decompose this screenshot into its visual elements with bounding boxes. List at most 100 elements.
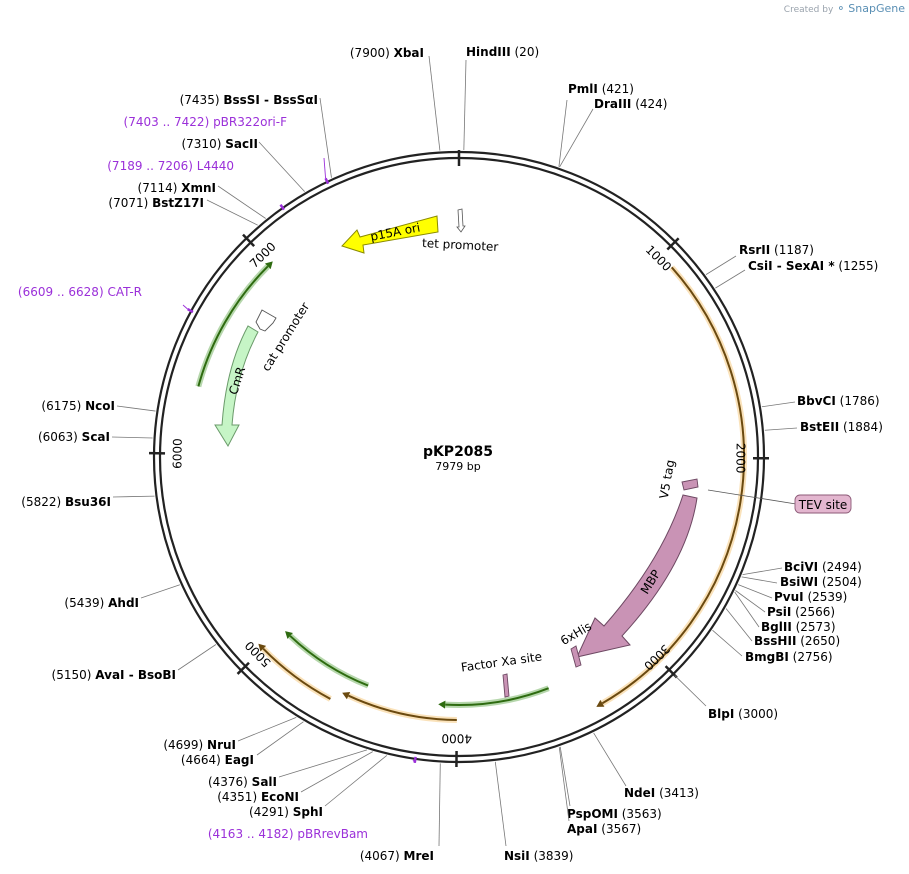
enzyme-label[interactable]: BciVI (2494) <box>784 560 862 574</box>
enzyme-label[interactable]: NsiI (3839) <box>504 849 573 863</box>
orf-large-arc[interactable] <box>601 266 745 705</box>
enzyme-label[interactable]: DraIII (424) <box>594 97 667 111</box>
enzyme-name: PvuI <box>774 590 804 604</box>
factor-xa-marker[interactable] <box>502 673 510 698</box>
orf-orange-arc-bottom[interactable] <box>348 694 457 721</box>
enzyme-label[interactable]: RsrII (1187) <box>739 243 814 257</box>
v5-tag-marker[interactable] <box>681 478 699 491</box>
enzyme-name: PsiI <box>767 605 791 619</box>
enzyme-leader-11 <box>734 591 760 628</box>
enzyme-label[interactable]: (7435) BssSI - BssSαI <box>180 93 318 107</box>
enzyme-leader-4 <box>715 269 746 289</box>
enzyme-label[interactable]: BssHII (2650) <box>754 634 840 648</box>
enzyme-label[interactable]: CsiI - SexAI * (1255) <box>748 259 878 273</box>
enzyme-position: (4376) <box>208 775 252 789</box>
primer-label[interactable]: (6609 .. 6628) CAT-R <box>18 285 142 299</box>
orf-large-arc-arrowhead <box>596 699 605 707</box>
enzyme-leader-27 <box>112 495 155 498</box>
enzyme-label[interactable]: PsiI (2566) <box>767 605 835 619</box>
enzyme-leader-28 <box>111 436 153 439</box>
primer-leader-2 <box>182 304 188 310</box>
tick-mark-1000 <box>666 237 680 251</box>
cmr-arrow[interactable] <box>214 325 259 448</box>
enzyme-label[interactable]: (4376) SalI <box>208 775 277 789</box>
p15a-ori-arrow[interactable] <box>341 215 439 254</box>
enzyme-leader-34 <box>428 55 441 151</box>
enzyme-label[interactable]: HindIII (20) <box>466 45 539 59</box>
site-labels: HindIII (20) PmlI (421)DraIII (424) RsrII … <box>18 45 883 863</box>
enzyme-label[interactable]: BmgBI (2756) <box>745 650 833 664</box>
enzyme-label[interactable]: (7310) SacII <box>181 137 258 151</box>
enzyme-position: (4699) <box>163 738 207 752</box>
enzyme-label[interactable]: BsiWI (2504) <box>780 575 862 589</box>
enzyme-leader-3 <box>705 255 737 275</box>
enzyme-name: AvaI - BsoBI <box>95 668 176 682</box>
orf-green-arc-lower[interactable] <box>445 687 549 706</box>
enzyme-label[interactable]: (7900) XbaI <box>350 46 424 60</box>
tick-mark-5000 <box>236 661 250 675</box>
enzyme-label[interactable]: (5822) Bsu36I <box>21 495 111 509</box>
enzyme-name: XbaI <box>394 46 424 60</box>
cat-promoter-arrow[interactable] <box>255 309 277 332</box>
enzyme-label[interactable]: (7114) XmnI <box>138 181 216 195</box>
primer-leader-3 <box>412 759 416 764</box>
enzyme-label[interactable]: PspOMI (3563) <box>567 807 662 821</box>
enzyme-label[interactable]: (6175) NcoI <box>41 399 115 413</box>
enzyme-leader-33 <box>319 97 332 178</box>
orf-green-arc-left-arrowhead <box>285 631 293 639</box>
mbp-arrow[interactable] <box>576 494 698 658</box>
enzyme-name: BbvCI <box>797 394 836 408</box>
enzyme-label[interactable]: BbvCI (1786) <box>797 394 880 408</box>
tet-promoter-arrow[interactable] <box>456 208 466 233</box>
enzyme-label[interactable]: BstEII (1884) <box>800 420 883 434</box>
enzyme-label[interactable]: (7071) BstZ17I <box>108 196 204 210</box>
enzyme-label[interactable]: PmlI (421) <box>568 82 634 96</box>
enzyme-name: ScaI <box>82 430 110 444</box>
enzyme-label[interactable]: (5439) AhdI <box>64 596 139 610</box>
enzyme-position: (7435) <box>180 93 224 107</box>
enzyme-name: DraIII <box>594 97 631 111</box>
enzyme-name: BssSI - BssSαI <box>223 93 318 107</box>
enzyme-position: (3000) <box>734 707 778 721</box>
enzyme-name: SphI <box>293 805 323 819</box>
enzyme-position: (3567) <box>597 822 641 836</box>
enzyme-label[interactable]: (4699) NruI <box>163 738 236 752</box>
orf-orange-arc-left[interactable] <box>262 648 331 700</box>
enzyme-position: (2756) <box>789 650 833 664</box>
enzyme-leader-21 <box>300 751 373 793</box>
primer-label[interactable]: (7189 .. 7206) L4440 <box>107 159 234 173</box>
enzyme-label[interactable]: PvuI (2539) <box>774 590 847 604</box>
primer-position: (4163 .. 4182) <box>208 827 298 841</box>
enzyme-label[interactable]: ApaI (3567) <box>567 822 641 836</box>
enzyme-label[interactable]: (4664) EagI <box>181 753 254 767</box>
enzyme-name: XmnI <box>181 181 216 195</box>
enzyme-name: PmlI <box>568 82 598 96</box>
primer-label[interactable]: (4163 .. 4182) pBRrevBam <box>208 827 368 841</box>
enzyme-label[interactable]: (5150) AvaI - BsoBI <box>52 668 176 682</box>
enzyme-position: (5822) <box>21 495 65 509</box>
enzyme-name: SalI <box>252 775 277 789</box>
tev-site-badge[interactable] <box>794 494 852 514</box>
enzyme-name: EagI <box>225 753 254 767</box>
enzyme-label[interactable]: (4067) MreI <box>360 849 434 863</box>
primer-leader-0 <box>323 157 327 179</box>
primer-label[interactable]: (7403 .. 7422) pBR322ori-F <box>124 115 288 129</box>
primer-name: pBR322ori-F <box>213 115 287 129</box>
enzyme-name: BssHII <box>754 634 796 648</box>
orf-green-arc-cmr[interactable] <box>197 265 269 387</box>
enzyme-position: (7114) <box>138 181 182 195</box>
enzyme-label[interactable]: NdeI (3413) <box>624 786 699 800</box>
enzyme-leader-12 <box>725 608 753 642</box>
enzyme-leader-26 <box>140 584 180 599</box>
orf-green-arc-left[interactable] <box>289 635 369 687</box>
enzyme-name: NcoI <box>85 399 115 413</box>
enzyme-position: (2504) <box>818 575 862 589</box>
enzyme-label[interactable]: BlpI (3000) <box>708 707 778 721</box>
enzyme-label[interactable]: (4291) SphI <box>249 805 323 819</box>
enzyme-label[interactable]: (4351) EcoNI <box>217 790 299 804</box>
6xhis-marker[interactable] <box>570 645 582 668</box>
enzyme-label[interactable]: (6063) ScaI <box>38 430 110 444</box>
enzyme-label[interactable]: BglII (2573) <box>761 620 836 634</box>
snapgene-logo: ⚬ <box>836 2 846 15</box>
